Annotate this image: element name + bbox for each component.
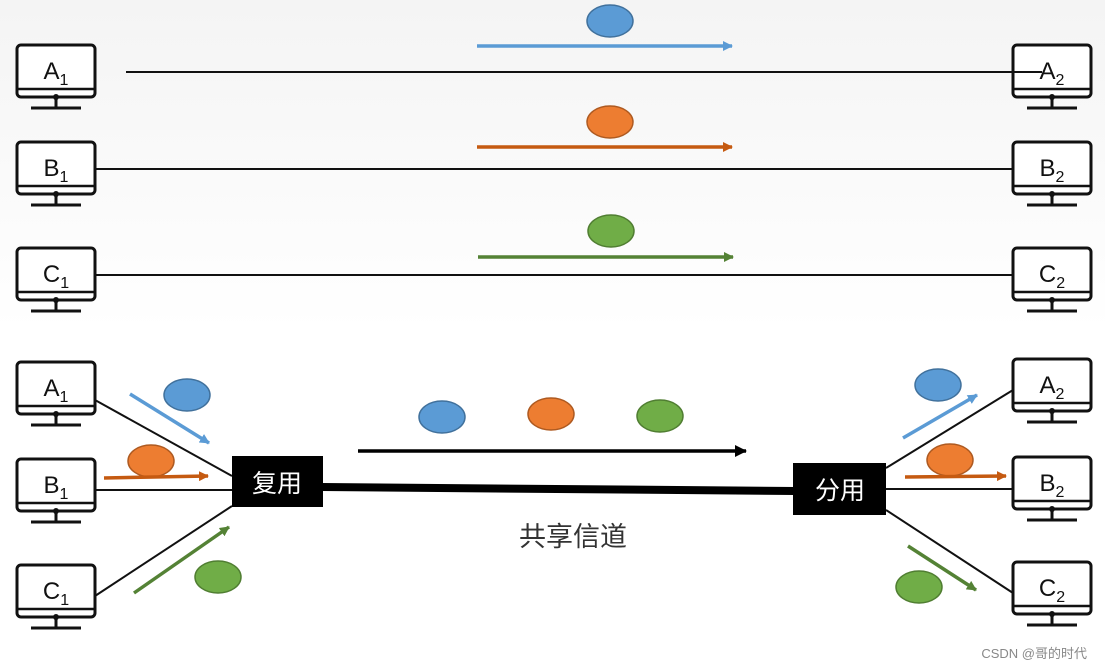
terminal-b1-top: B1 (15, 140, 97, 207)
packet-orange-top (586, 105, 634, 139)
terminal-c1-top: C1 (15, 246, 97, 313)
svg-text:A2: A2 (1040, 372, 1065, 403)
terminal-b2-bottom: B2 (1011, 455, 1093, 522)
packet-orange-channel (527, 397, 575, 431)
packet-green-in (194, 560, 242, 594)
svg-text:A1: A1 (44, 375, 69, 406)
packet-blue-in (163, 378, 211, 412)
svg-text:复用: 复用 (252, 469, 302, 498)
packet-green-out (895, 570, 943, 604)
multiplexer-box: 复用 (232, 456, 323, 507)
arrow-green-out (907, 544, 977, 592)
arrow-orange-in (103, 471, 209, 482)
watermark: CSDN @哥的时代 (981, 646, 1087, 661)
svg-text:A1: A1 (44, 58, 69, 89)
terminal-a2-top: A2 (1011, 43, 1093, 110)
svg-text:C2: C2 (1039, 261, 1065, 292)
terminal-c1-bottom: C1 (15, 563, 97, 630)
svg-text:B1: B1 (44, 472, 69, 503)
svg-text:A2: A2 (1040, 58, 1065, 89)
packet-blue-top (586, 4, 634, 38)
shared-channel-label: 共享信道 (519, 522, 627, 553)
terminal-b2-top: B2 (1011, 140, 1093, 207)
demultiplexer-box: 分用 (793, 463, 886, 515)
svg-text:C2: C2 (1039, 575, 1065, 606)
arrow-orange-out (904, 471, 1007, 482)
packet-green-top (587, 214, 635, 248)
packet-blue-out (914, 368, 962, 402)
terminal-a1-top: A1 (15, 43, 97, 110)
arrow-green-in (133, 525, 230, 595)
terminal-c2-bottom: C2 (1011, 560, 1093, 627)
packet-orange-in (127, 444, 175, 478)
arrow-blue-out (902, 393, 978, 440)
svg-text:分用: 分用 (815, 476, 865, 505)
svg-text:C1: C1 (43, 578, 69, 609)
packet-orange-out (926, 443, 974, 477)
svg-text:B2: B2 (1040, 470, 1065, 501)
feed-line-c2 (885, 509, 1014, 594)
terminal-a1-bottom: A1 (15, 360, 97, 427)
arrow-blue-in (129, 392, 210, 445)
terminal-c2-top: C2 (1011, 246, 1093, 313)
terminal-a2-bottom: A2 (1011, 357, 1093, 424)
feed-line-a2 (885, 389, 1014, 469)
svg-text:B2: B2 (1040, 155, 1065, 186)
svg-text:C1: C1 (43, 261, 69, 292)
packet-blue-channel (418, 400, 466, 434)
packet-green-channel (636, 399, 684, 433)
shared-channel-line (321, 483, 796, 495)
svg-text:B1: B1 (44, 155, 69, 186)
terminal-b1-bottom: B1 (15, 457, 97, 524)
feed-line-a1 (94, 399, 233, 477)
feed-line-c1 (94, 505, 233, 597)
